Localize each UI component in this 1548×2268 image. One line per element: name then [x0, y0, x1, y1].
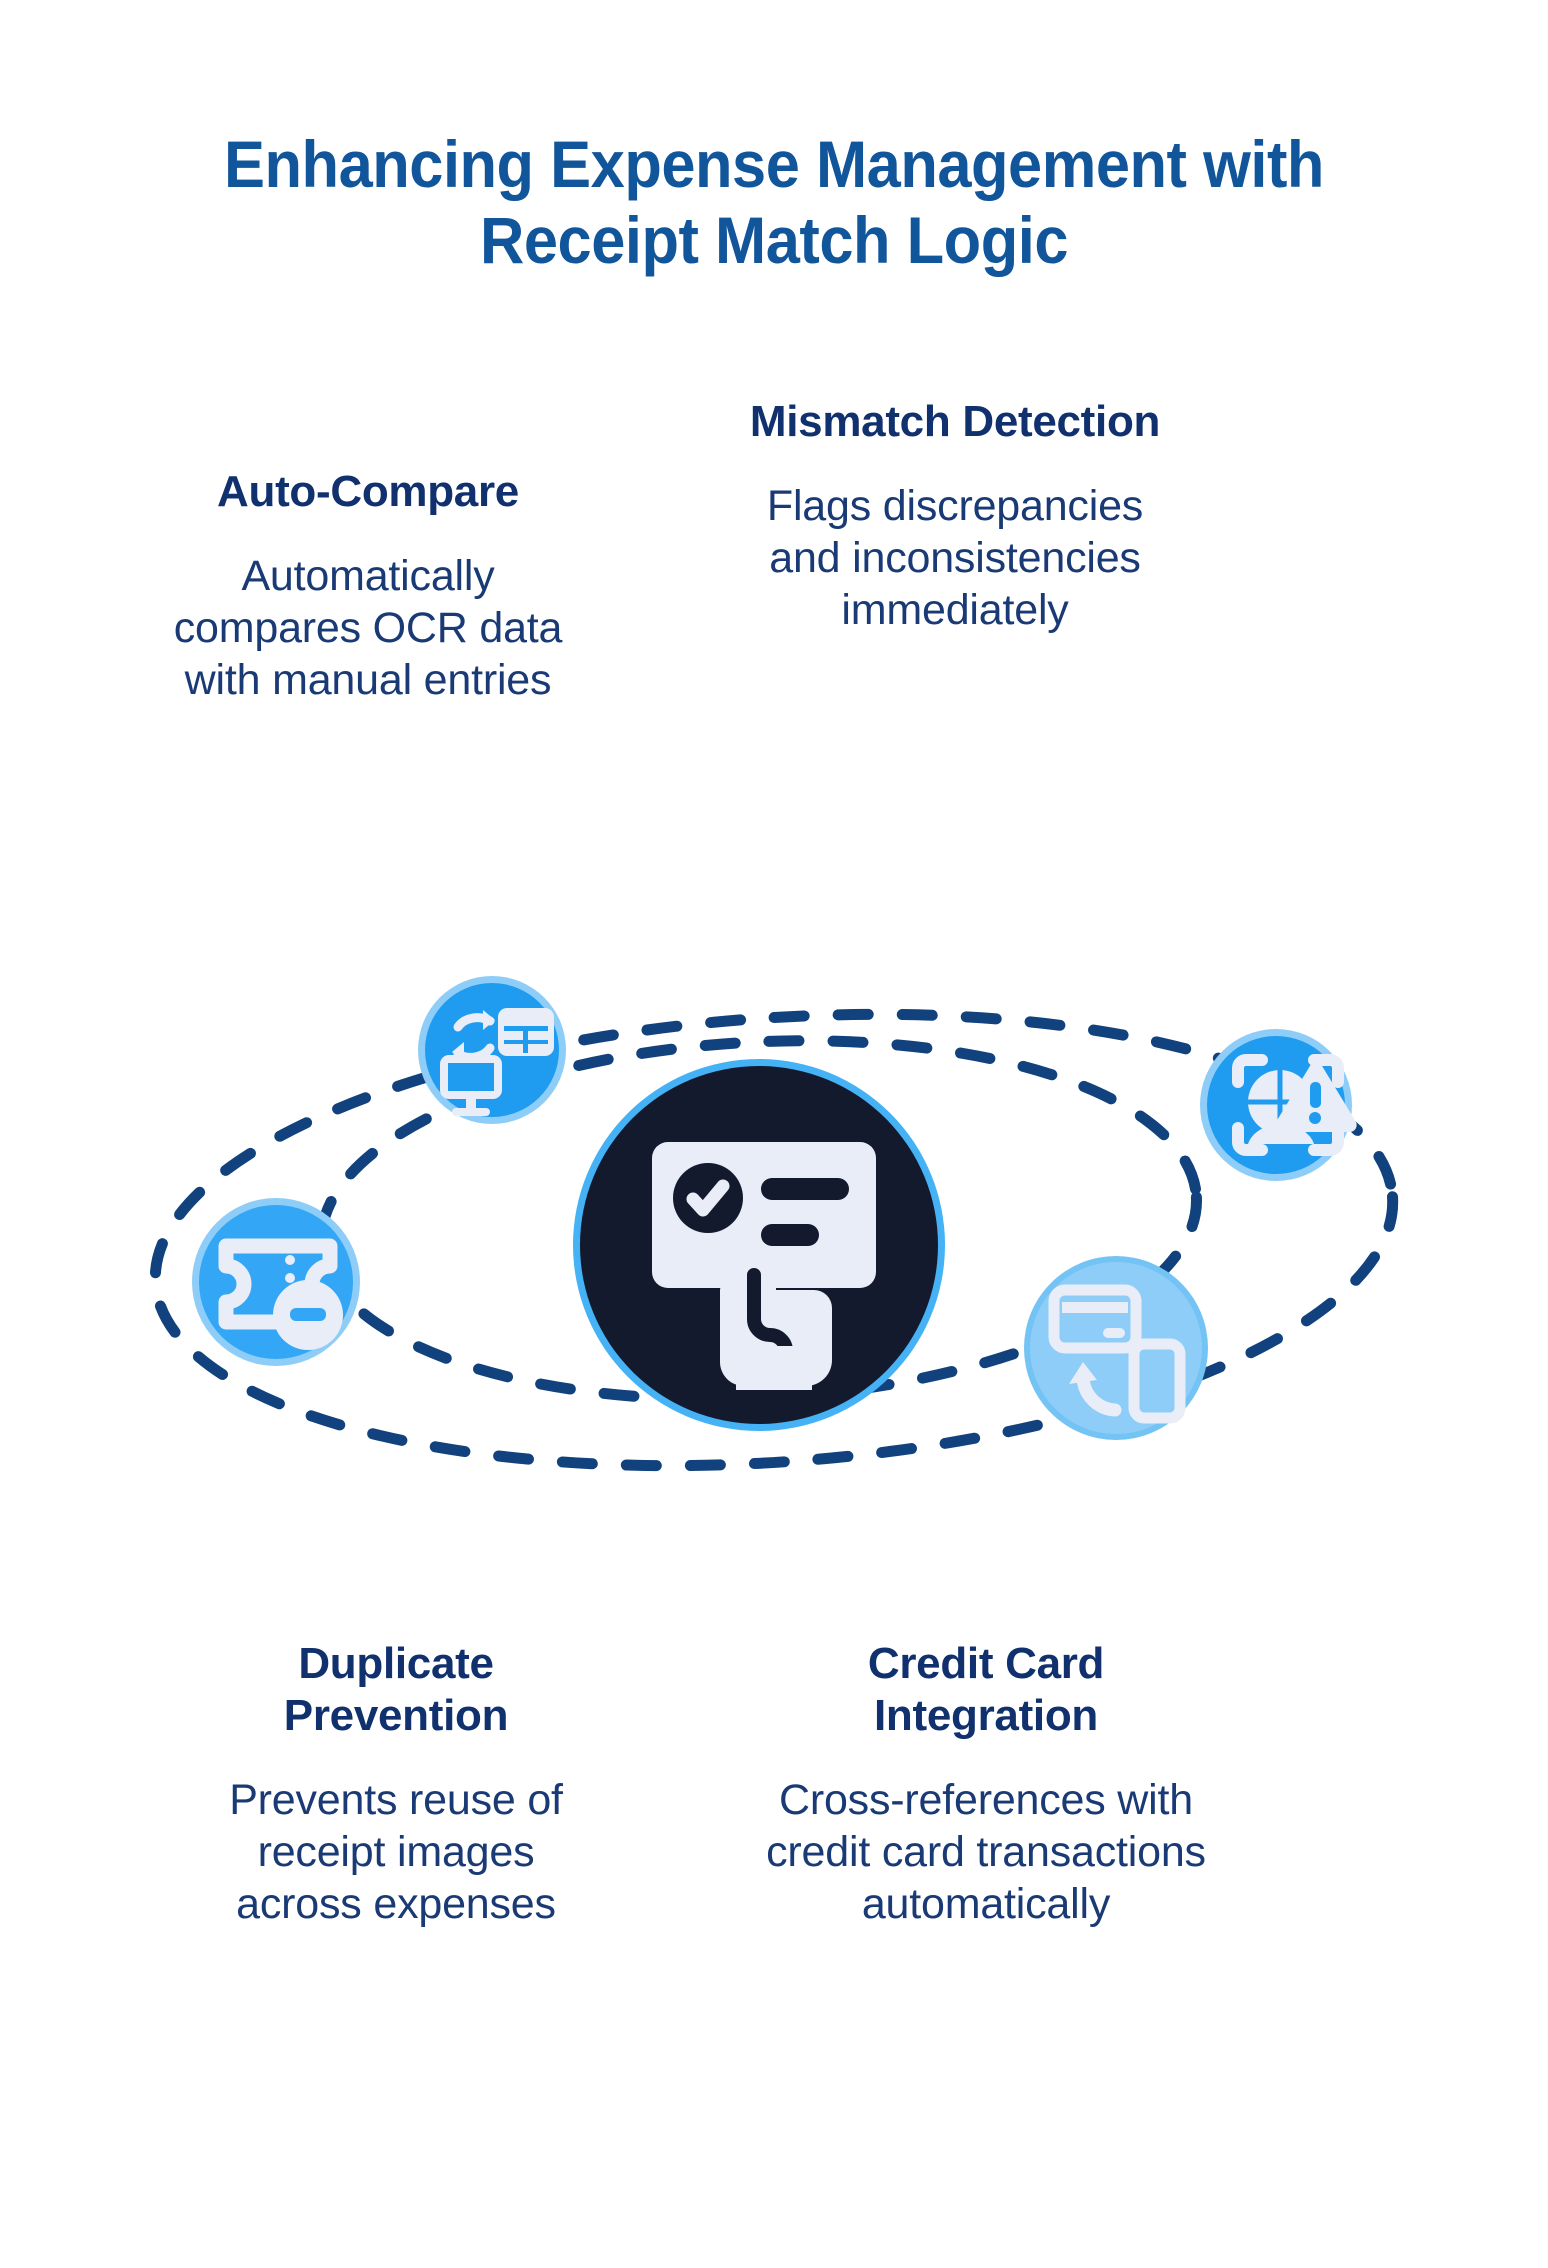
feature-mismatch-detection: Mismatch Detection Flags discrepancies a… [740, 396, 1170, 636]
spacer [152, 518, 584, 550]
feature-heading-credit-card-integration: Credit Card Integration [867, 1639, 1105, 1740]
scan-warning-icon [1232, 1054, 1357, 1156]
feature-body-credit-card-integration: Cross-references with credit card transa… [766, 1776, 1206, 1928]
orbit-diagram [104, 930, 1444, 1570]
feature-duplicate-prevention: Duplicate Prevention Prevents reuse of r… [196, 1638, 596, 1930]
receipt-verified-tap-icon [652, 1142, 876, 1390]
feature-credit-card-integration: Credit Card Integration Cross-references… [766, 1638, 1206, 1930]
page-title: Enhancing Expense Management with Receip… [0, 126, 1548, 278]
feature-body-auto-compare: Automatically compares OCR data with man… [173, 552, 563, 704]
title-line-1: Enhancing Expense Management with [224, 127, 1324, 201]
feature-auto-compare: Auto-Compare Automatically compares OCR … [152, 466, 584, 706]
outer-orbit-dashed-ellipse [149, 1008, 1399, 1472]
title-line-2: Receipt Match Logic [479, 203, 1068, 277]
receipt-minus-icon [218, 1238, 343, 1350]
spacer [766, 1742, 1206, 1774]
satellite-credit-card-integration [1024, 1256, 1208, 1440]
feature-heading-mismatch-detection: Mismatch Detection [749, 397, 1161, 446]
satellite-duplicate-prevention [192, 1198, 360, 1366]
feature-body-mismatch-detection: Flags discrepancies and inconsistencies … [766, 482, 1144, 634]
satellite-mismatch-detection [1200, 1029, 1357, 1181]
feature-heading-auto-compare: Auto-Compare [217, 467, 519, 516]
satellite-auto-compare [418, 976, 566, 1124]
credit-card-phone-icon [1048, 1284, 1186, 1424]
feature-body-duplicate-prevention: Prevents reuse of receipt images across … [229, 1776, 563, 1928]
spacer [196, 1742, 596, 1774]
spacer [740, 448, 1170, 480]
feature-heading-duplicate-prevention: Duplicate Prevention [283, 1639, 509, 1740]
inner-orbit-dashed-ellipse [316, 1035, 1202, 1405]
data-sync-monitor-icon [440, 1008, 554, 1116]
